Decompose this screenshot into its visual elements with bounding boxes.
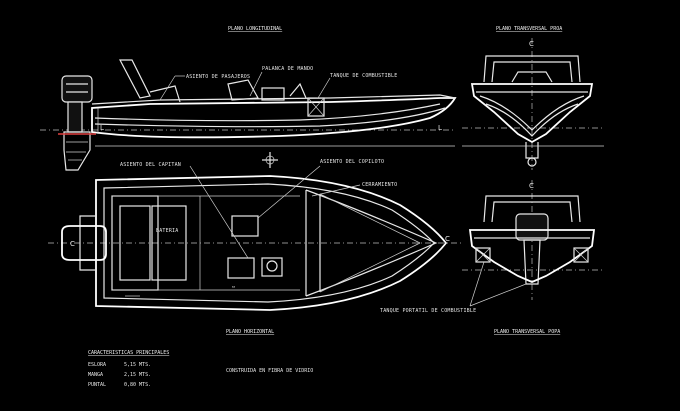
spec-value-eslora: 5,15 MTS. bbox=[124, 362, 151, 368]
copilot-seat-label: ASIENTO DEL COPILOTO bbox=[320, 159, 384, 165]
captain-seat-plan bbox=[227, 257, 255, 279]
battery-label: BATERIA bbox=[156, 228, 178, 234]
specifications: CARACTERISTICAS PRINCIPALES ESLORA 5,15 … bbox=[88, 350, 313, 388]
strake-line bbox=[94, 107, 446, 128]
longitudinal-title: PLANO LONGITUDINAL bbox=[228, 26, 282, 32]
horizontal-view: PLANO HORIZONTAL C C BATERIA ▭ bbox=[48, 152, 462, 335]
battery-box bbox=[151, 205, 187, 281]
fuel-tank-label: TANQUE DE COMBUSTIBLE bbox=[330, 73, 397, 79]
bow-transverse-view: PLANO TRANSVERSAL PROA C bbox=[462, 26, 604, 170]
copilot-seat-plan bbox=[231, 215, 259, 237]
backrest-pillar bbox=[119, 59, 151, 99]
hull-plan bbox=[95, 175, 448, 311]
centerline-mark-plan: C bbox=[445, 235, 450, 243]
spec-name-eslora: ESLORA bbox=[88, 362, 106, 368]
hull-side bbox=[91, 97, 457, 139]
svg-text:▭: ▭ bbox=[232, 284, 235, 290]
steering-wheel-plan bbox=[266, 260, 278, 272]
outboard-motor-plan bbox=[61, 225, 107, 261]
spec-value-puntal: 0,80 MTS. bbox=[124, 382, 151, 388]
windshield-rear bbox=[483, 195, 581, 223]
gunwale bbox=[91, 94, 456, 105]
console-plan bbox=[261, 257, 283, 277]
compass-mark bbox=[262, 152, 278, 168]
portable-tank-left bbox=[475, 247, 491, 263]
horizontal-title: PLANO HORIZONTAL bbox=[226, 329, 274, 335]
centerline-mark-stern: C bbox=[529, 182, 534, 190]
deck-edge bbox=[103, 183, 435, 303]
svg-text:C: C bbox=[70, 240, 75, 248]
bow-hull bbox=[470, 83, 594, 144]
section-mark-b: L bbox=[100, 124, 104, 132]
fuel-tank-side bbox=[307, 97, 325, 117]
stern-transverse-view: PLANO TRANSVERSAL POPA C TANQUE PORTATIL… bbox=[380, 180, 604, 335]
stern-transverse-title: PLANO TRANSVERSAL POPA bbox=[494, 329, 560, 335]
construction-note: CONSTRUIDA EN FIBRA DE VIDRIO bbox=[226, 368, 313, 374]
portable-tank-label: TANQUE PORTATIL DE COMBUSTIBLE bbox=[380, 308, 476, 314]
bow-transverse-title: PLANO TRANSVERSAL PROA bbox=[496, 26, 562, 32]
outboard-motor-rear bbox=[515, 213, 549, 241]
console-side bbox=[227, 79, 259, 101]
captain-seat-label: ASIENTO DEL CAPITAN bbox=[120, 162, 181, 168]
steering-lever-label: PALANCA DE MANDO bbox=[262, 66, 313, 72]
chine-line bbox=[94, 103, 441, 122]
portable-tank-right bbox=[573, 247, 589, 263]
passenger-seat-label: ASIENTO DE PASAJEROS bbox=[186, 74, 250, 80]
stern-hull bbox=[468, 229, 596, 283]
windshield-label: CERRAMIENTO bbox=[362, 182, 397, 188]
outboard-motor-side bbox=[58, 75, 96, 171]
longitudinal-view: PLANO LONGITUDINAL bbox=[40, 26, 457, 171]
centerline-mark-bow: C bbox=[529, 40, 534, 48]
section-mark-a: L bbox=[438, 124, 442, 132]
spec-value-manga: 2,15 MTS. bbox=[124, 372, 151, 378]
spec-name-manga: MANGA bbox=[88, 372, 103, 378]
windshield-front bbox=[483, 55, 581, 83]
specs-heading: CARACTERISTICAS PRINCIPALES bbox=[88, 350, 169, 356]
spec-name-puntal: PUNTAL bbox=[88, 382, 106, 388]
